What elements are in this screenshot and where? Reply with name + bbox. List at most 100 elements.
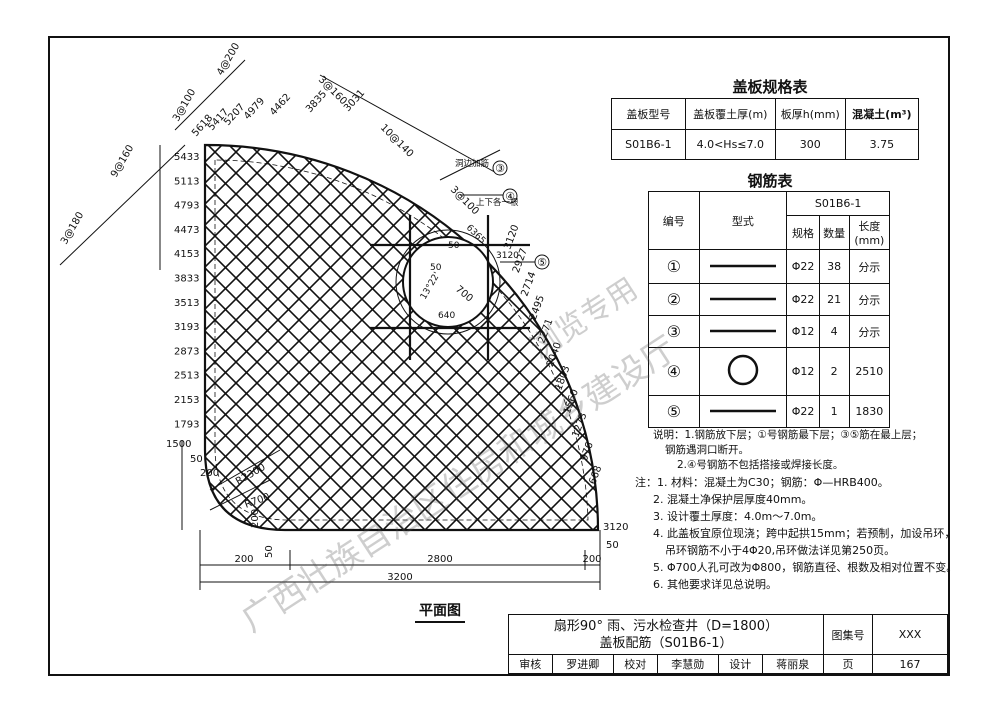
rebar-line-2 bbox=[205, 144, 309, 531]
rebar-line-1 bbox=[436, 144, 598, 531]
rebar-line-1 bbox=[983, 80, 1000, 560]
bar-length-left: 2153 bbox=[174, 395, 199, 406]
rebar-line-1 bbox=[962, 80, 1000, 560]
rebar-shape bbox=[698, 395, 788, 428]
rebar-line-2 bbox=[962, 80, 1000, 560]
rebar-line-2 bbox=[0, 80, 98, 560]
rebar-line-1 bbox=[205, 144, 330, 531]
rebar-spec: Φ22 bbox=[786, 283, 820, 316]
rebar-line-2 bbox=[205, 144, 598, 531]
rebar-line-1 bbox=[478, 144, 598, 531]
rebar-line-2 bbox=[0, 80, 56, 560]
rebar-no: ① bbox=[648, 249, 700, 284]
rebar-line-1 bbox=[0, 80, 77, 560]
page-no: 167 bbox=[872, 654, 948, 674]
rebar-spec: Φ12 bbox=[786, 347, 820, 396]
rebar-line-2 bbox=[205, 144, 288, 531]
rebar-line-2 bbox=[0, 80, 77, 560]
rebar-line-1 bbox=[0, 80, 35, 560]
rebar-no: ② bbox=[648, 283, 700, 316]
dim-3120-top: 3120 bbox=[496, 251, 519, 261]
rebar-qty: 21 bbox=[818, 283, 850, 316]
bar-length-left: 2873 bbox=[174, 346, 199, 357]
dim-left-200b: 200 bbox=[250, 509, 261, 528]
rebar-line-2 bbox=[205, 144, 598, 531]
rebar-line-2 bbox=[205, 144, 393, 531]
rebar-line-2 bbox=[205, 144, 372, 531]
rebar-header-len: 长度(mm) bbox=[848, 215, 891, 250]
rebar-line-1 bbox=[205, 144, 414, 531]
spacing-label: 4@200 bbox=[215, 41, 242, 77]
rebar-qty: 1 bbox=[818, 395, 850, 428]
rebar-line-2 bbox=[205, 144, 540, 531]
rebar-len: 分示 bbox=[848, 283, 891, 316]
rebar-line-1 bbox=[205, 144, 456, 531]
rebar-line-1 bbox=[415, 144, 598, 531]
designer-name: 蒋丽泉 bbox=[761, 654, 825, 674]
rebar-len: 2510 bbox=[848, 347, 891, 396]
spacing-label: 10@140 bbox=[378, 122, 415, 159]
check-label: 校对 bbox=[612, 654, 658, 674]
rebar-line-1 bbox=[205, 144, 351, 531]
bar-length-right: 668 bbox=[587, 464, 604, 486]
drawing-sheet bbox=[48, 36, 950, 676]
dim-left-50b: 50 bbox=[264, 545, 275, 558]
rebar-line-2 bbox=[941, 80, 1000, 560]
rebar-line-1 bbox=[394, 144, 598, 531]
rebar-spec: Φ12 bbox=[786, 315, 820, 348]
bar-length-top: 4462 bbox=[268, 92, 293, 118]
rebar-line-1 bbox=[205, 144, 372, 531]
rebar-line-2 bbox=[0, 80, 14, 560]
bar-length-left: 4793 bbox=[174, 201, 199, 212]
bar-length-left: 3833 bbox=[174, 274, 199, 285]
rebar-line-1 bbox=[205, 144, 435, 531]
bar-length-top: 3835 bbox=[304, 89, 329, 115]
rebar-line-2 bbox=[205, 144, 519, 531]
drawing-title: 扇形90° 雨、污水检查井（D=1800） 盖板配筋（S01B6-1） bbox=[508, 614, 824, 655]
callout-3: ③ bbox=[495, 162, 505, 175]
rebar-header-shape: 型式 bbox=[698, 191, 788, 250]
rebar-shape bbox=[698, 315, 788, 348]
rebar-header-spec: 规格 bbox=[786, 215, 820, 250]
dim-right-3120: 3120 bbox=[603, 522, 628, 533]
rebar-line-2 bbox=[205, 144, 330, 531]
rebar-header-no: 编号 bbox=[648, 191, 700, 250]
rebar-line-1 bbox=[0, 80, 140, 560]
rebar-line-2 bbox=[0, 80, 140, 560]
callout-3-text: 洞边加筋 bbox=[455, 158, 489, 169]
rebar-line-2 bbox=[205, 144, 598, 531]
rebar-len: 分示 bbox=[848, 249, 891, 284]
dim-right-50: 50 bbox=[606, 540, 619, 551]
rebar-line-2 bbox=[0, 80, 119, 560]
bar-length-left: 1793 bbox=[174, 419, 199, 430]
spec-cell: S01B6-1 bbox=[611, 129, 686, 160]
rebar-line-1 bbox=[457, 144, 598, 531]
rebar-spec: Φ22 bbox=[786, 395, 820, 428]
callout-4: ④ bbox=[505, 190, 515, 203]
rebar-line-1 bbox=[0, 80, 98, 560]
bar-length-left: 4153 bbox=[174, 249, 199, 260]
rebar-line-1 bbox=[0, 80, 182, 560]
rebar-line-1 bbox=[0, 80, 56, 560]
rebar-line-2 bbox=[205, 144, 582, 531]
rebar-line-1 bbox=[373, 144, 598, 531]
bar-length-left: 5113 bbox=[174, 176, 199, 187]
reviewer-name: 罗进卿 bbox=[551, 654, 614, 674]
spacing-label: 9@160 bbox=[109, 143, 136, 179]
dim-left-1500: 1500 bbox=[166, 439, 191, 450]
rebar-line-2 bbox=[205, 144, 561, 531]
rebar-line-1 bbox=[0, 80, 14, 560]
checker-name: 李慧勋 bbox=[656, 654, 719, 674]
dim-left-200a: 200 bbox=[200, 468, 219, 479]
rebar-no: ⑤ bbox=[648, 395, 700, 428]
spec-cell: 3.75 bbox=[844, 129, 920, 160]
rebar-line-1 bbox=[941, 80, 1000, 560]
dim-left-50a: 50 bbox=[190, 454, 203, 465]
rebar-line-2 bbox=[205, 144, 498, 531]
